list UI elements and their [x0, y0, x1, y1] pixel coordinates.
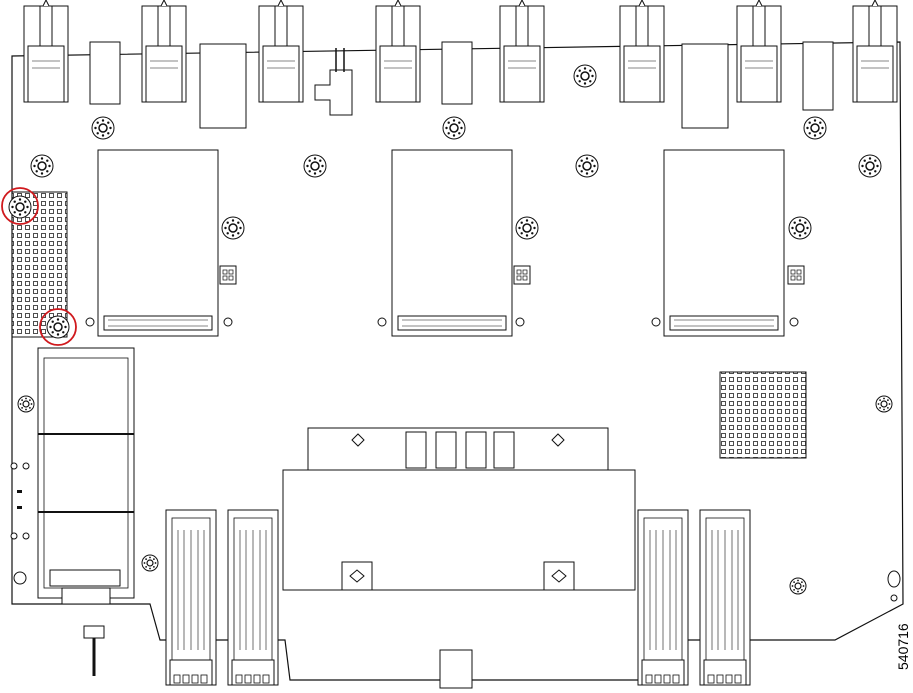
callout-bottom-screw — [39, 308, 77, 346]
left-module — [37, 347, 135, 605]
figure-number: 540716 — [895, 623, 911, 670]
cpu-sockets — [97, 149, 785, 337]
callout-top-screw — [1, 187, 39, 225]
center-block — [282, 427, 636, 689]
right-pin-grid — [719, 371, 807, 459]
